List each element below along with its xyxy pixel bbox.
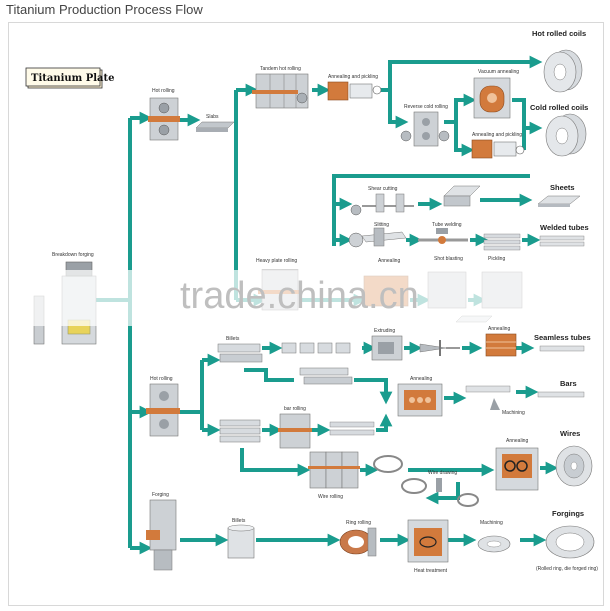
- extruder-icon: [371, 335, 403, 361]
- extrude-billet-row-icon: [281, 342, 351, 354]
- flow-billets-to-bars-row: [244, 368, 294, 382]
- label-wire-drawing: Wire drawing: [428, 470, 457, 476]
- bar-rolling-icon: [278, 413, 312, 449]
- label-hot-rolled-coils: Hot rolled coils: [532, 29, 586, 38]
- label-wire-rolling: Wire rolling: [318, 494, 343, 500]
- wire-coil-icon: [373, 455, 479, 507]
- sheets-icon: [537, 195, 581, 207]
- heat-treatment-furnace-icon: [407, 519, 449, 563]
- label-annealing-pickling-top: Annealing and pickling: [328, 74, 378, 80]
- label-wires: Wires: [560, 429, 580, 438]
- label-seamless-tubes: Seamless tubes: [534, 333, 591, 342]
- wires-spool-icon: [555, 445, 593, 487]
- hot-rolled-coils-icon: [543, 49, 583, 93]
- label-forging: Forging: [152, 492, 169, 498]
- slitting-icon: [348, 227, 407, 248]
- label-ring-rolling: Ring rolling: [346, 520, 371, 526]
- label-reverse-cold-rolling: Reverse cold rolling: [404, 104, 448, 110]
- label-forgings-note: (Rolled ring, die forged ring): [536, 566, 598, 572]
- label-slitting: Slitting: [374, 222, 389, 228]
- label-tandem-hot-rolling: Tandem hot rolling: [260, 66, 301, 72]
- label-pickling: Pickling: [488, 256, 505, 262]
- label-extruding: Extruding: [374, 328, 395, 334]
- watermark-text: trade.china.cn: [180, 275, 419, 317]
- label-sheets: Sheets: [550, 183, 575, 192]
- bar-stock-row-icon: [299, 367, 353, 385]
- forgings-rings-icon: [545, 525, 595, 559]
- flow-annealing-to-reverse: [388, 90, 409, 129]
- flow-reverse-to-vacuum: [444, 93, 477, 124]
- rolled-bars-icon: [329, 421, 375, 436]
- ring-rolling-icon: [339, 527, 377, 557]
- flow-reverse-to-annealing2: [454, 122, 475, 157]
- label-bar-rolling: bar rolling: [284, 406, 306, 412]
- label-cold-rolled-coils: Cold rolled coils: [530, 103, 588, 112]
- label-billets-bottom: Billets: [232, 518, 246, 524]
- label-billets-top: Billets: [226, 336, 240, 342]
- flow-bars-to-up: [376, 413, 393, 432]
- label-annealing-wires: Annealing: [506, 438, 528, 444]
- hot-rolling-top-mill-icon: [148, 97, 180, 141]
- label-slabs: Slabs: [206, 114, 219, 120]
- tandem-hot-rolling-icon: [252, 73, 309, 109]
- label-heavy-plate-rolling: Heavy plate rolling: [256, 258, 297, 264]
- machining-forgings-icon: [477, 535, 511, 553]
- page-title: Titanium Production Process Flow: [6, 2, 203, 17]
- annealing-pickling-mid-icon: [471, 139, 525, 159]
- label-annealing-tubes: Annealing: [488, 326, 510, 332]
- annealing-wires-furnace-icon: [495, 447, 539, 491]
- flow-annealing-to-hot-coils: [380, 55, 543, 92]
- label-annealing-pickling-mid: Annealing and pickling: [472, 132, 522, 138]
- shear-cutting-icon: [350, 193, 414, 216]
- label-shot-blasting: Shot blasting: [434, 256, 463, 262]
- label-bars: Bars: [560, 379, 577, 388]
- tube-welding-icon: [418, 228, 468, 244]
- label-machining-bars: Machining: [502, 410, 525, 416]
- forging-press-icon: [146, 499, 177, 571]
- reverse-cold-rolling-icon: [400, 111, 450, 147]
- label-machining-forgings: Machining: [480, 520, 503, 526]
- wire-rolling-icon: [308, 451, 360, 489]
- label-forgings: Forgings: [552, 509, 584, 518]
- seamless-tubes-icon: [539, 345, 585, 352]
- vacuum-annealing-furnace-icon: [473, 77, 511, 119]
- label-shear-cutting: Shear cutting: [368, 186, 398, 192]
- label-annealing-bars: Annealing: [410, 376, 432, 382]
- flow-wire-loop-down: [425, 482, 460, 505]
- bars-icon: [537, 391, 585, 398]
- annealing-pickling-top-icon: [327, 81, 382, 101]
- label-annealing-mid: Annealing: [378, 258, 400, 264]
- label-tube-welding: Tube welding: [432, 222, 462, 228]
- piercing-icon: [419, 340, 460, 356]
- watermark-band: trade.china.cn: [10, 270, 600, 326]
- label-heat-treatment: Heat treatment: [414, 568, 448, 574]
- sheet-stack-icon: [443, 185, 481, 207]
- slabs-icon: [195, 121, 235, 132]
- billets-top-icon: [217, 343, 263, 363]
- wire-drawing-icon: [436, 478, 442, 492]
- cold-rolled-coils-icon: [545, 113, 587, 157]
- labels: Titanium Plate Breakdown forging Hot rol…: [31, 29, 598, 574]
- welded-tubes-icon: [539, 235, 585, 247]
- titanium-plate-badge: [25, 67, 103, 89]
- machining-bars-icon: [465, 385, 511, 410]
- label-hot-rolling-mid: Hot rolling: [150, 376, 173, 382]
- billets-lower-icon: [219, 419, 261, 443]
- titanium-plate-label: Titanium Plate: [31, 73, 115, 84]
- label-vacuum-annealing: Vacuum annealing: [478, 69, 519, 75]
- flow-to-wire-line: [240, 448, 311, 477]
- label-welded-tubes: Welded tubes: [540, 223, 589, 232]
- billets-bottom-icon: [227, 524, 255, 559]
- flow-coil-loop: [332, 174, 530, 246]
- flow-vacuum-to-cold-coils: [512, 98, 543, 135]
- annealing-tubes-icon: [485, 333, 517, 357]
- welded-tube-stack-icon: [483, 233, 521, 251]
- annealing-bars-furnace-icon: [397, 383, 443, 417]
- label-breakdown-forging: Breakdown forging: [52, 252, 94, 258]
- hot-rolling-mid-mill-icon: [146, 383, 180, 437]
- label-hot-rolling-top: Hot rolling: [152, 88, 175, 94]
- flow-bars-row-to-annealing: [354, 378, 393, 405]
